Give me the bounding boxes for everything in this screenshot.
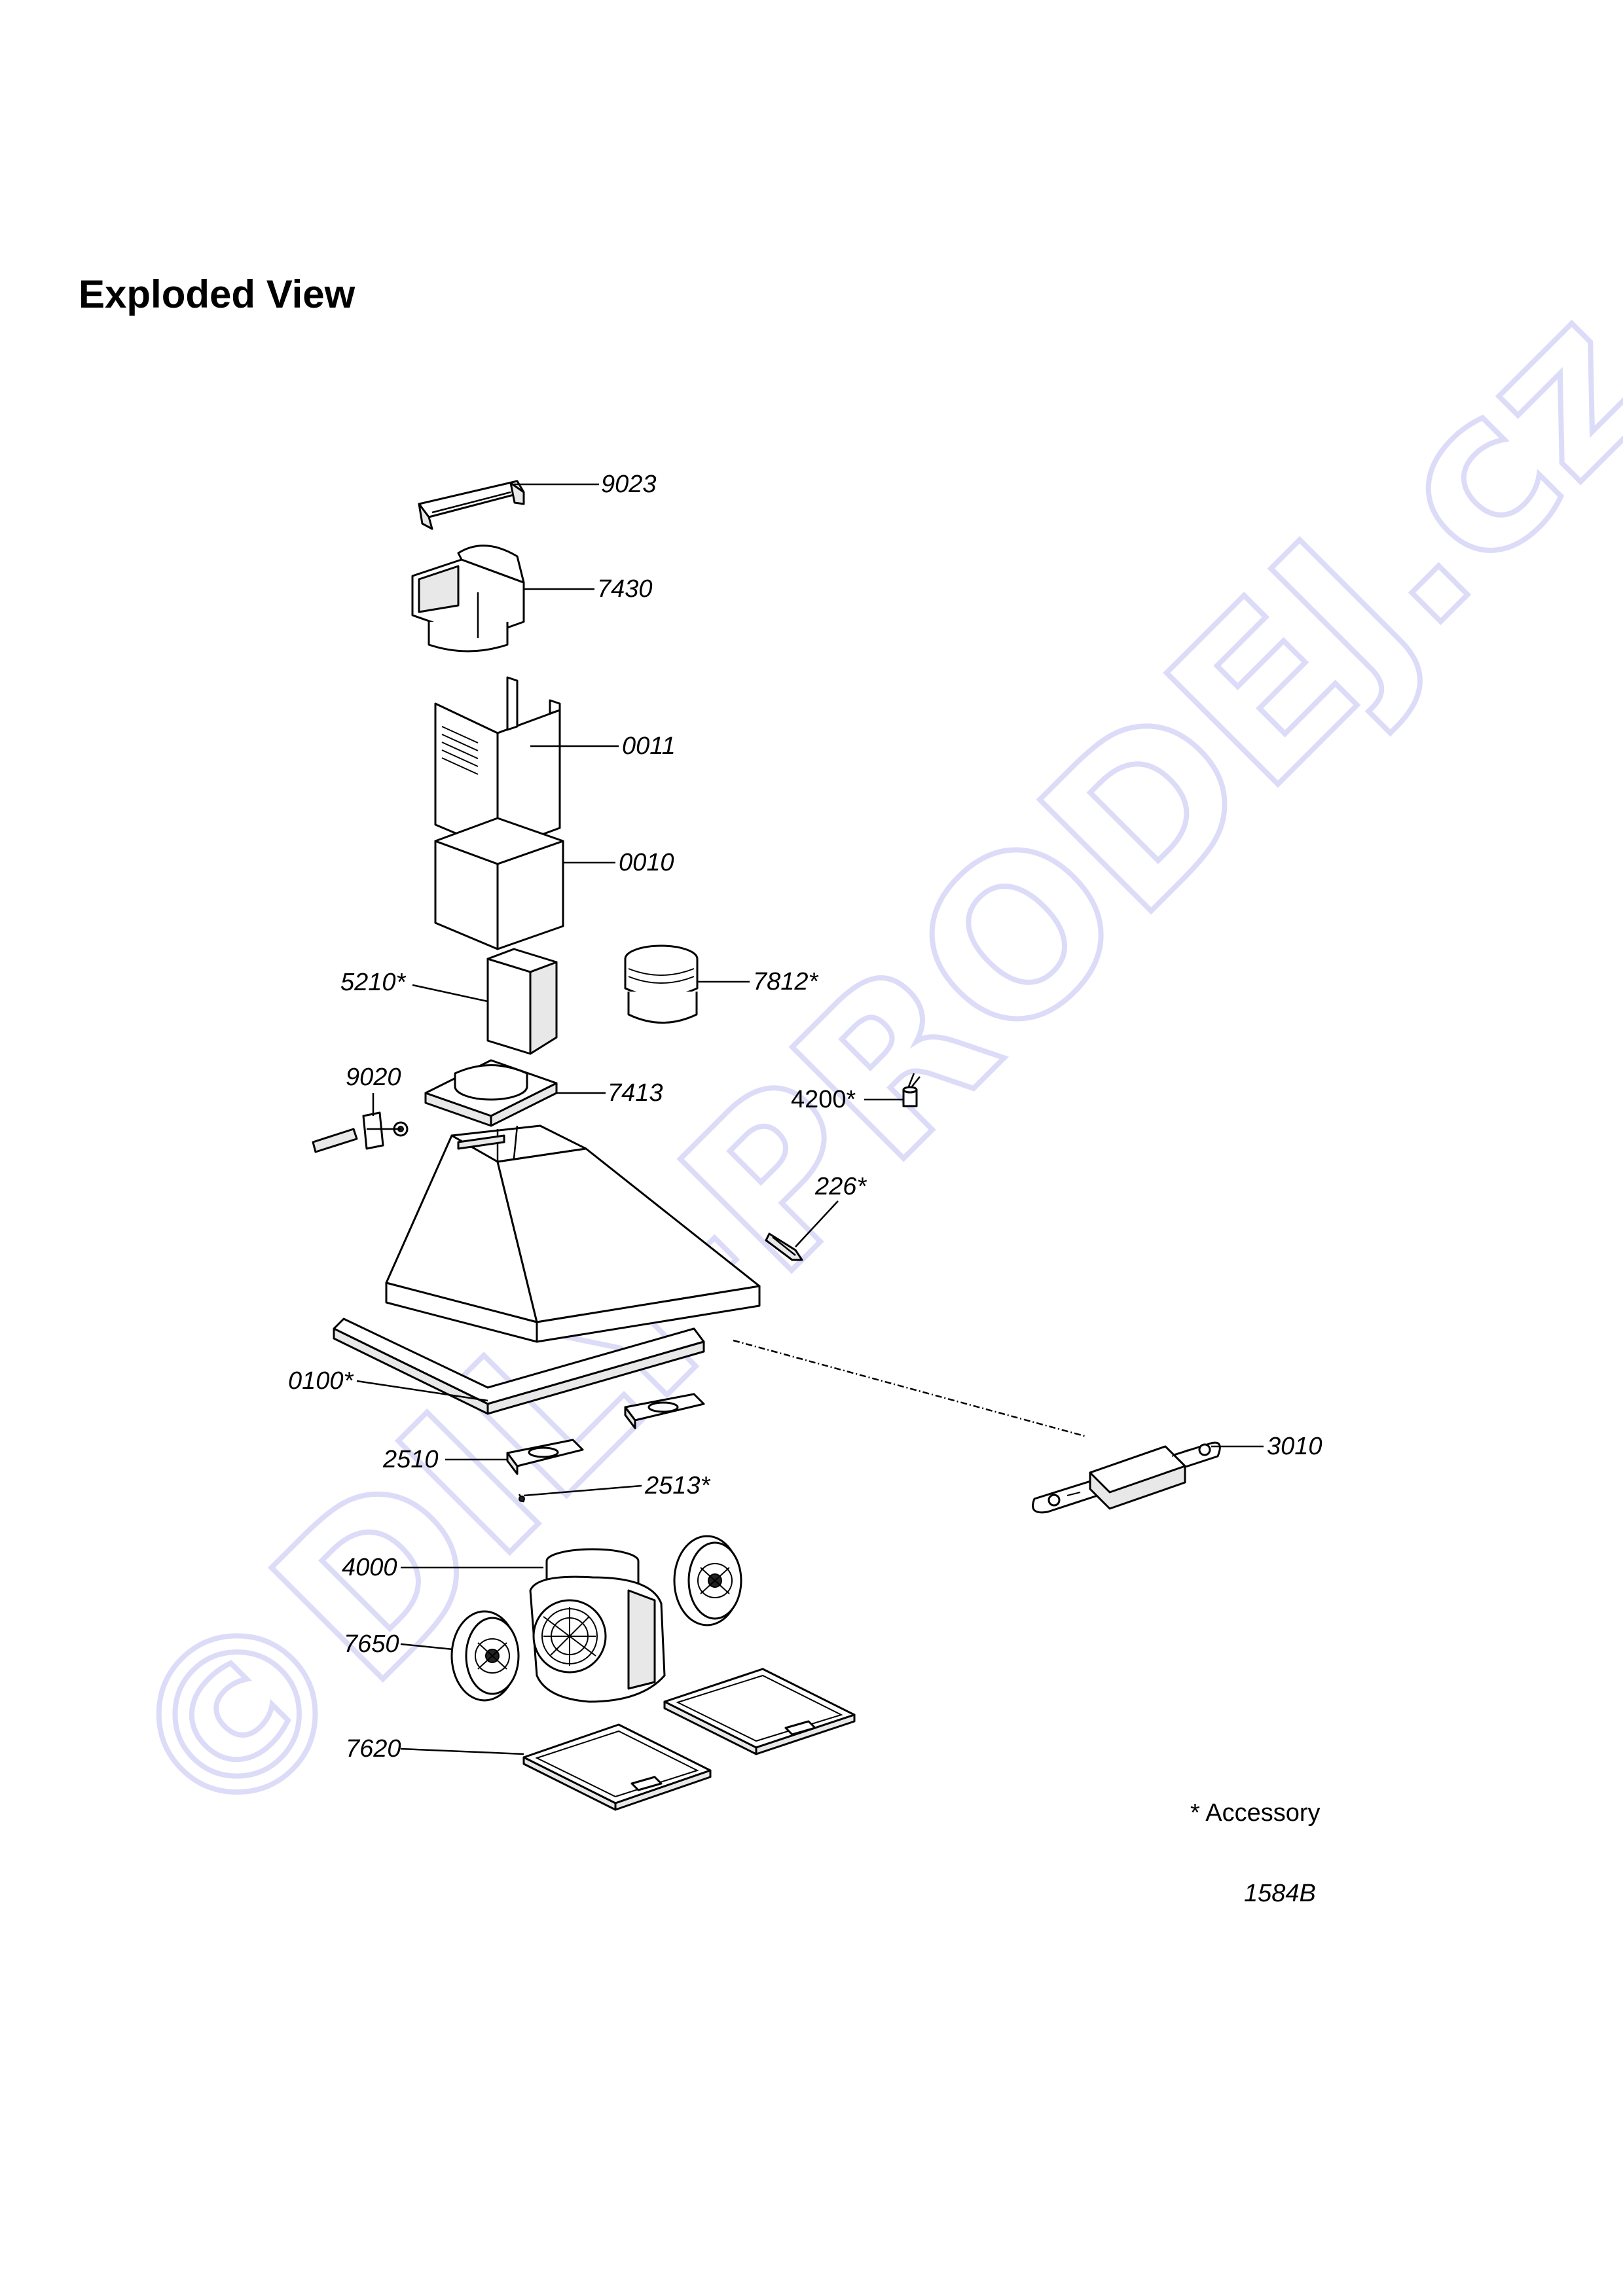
label-9020: 9020 (346, 1064, 401, 1091)
part-4000-motor (529, 1548, 666, 1703)
part-0010-lower-chimney (434, 817, 564, 950)
label-226: 226* (814, 1173, 867, 1200)
watermark: ©DILY-PRODEJ.cz (75, 258, 1623, 1882)
part-226-switch (765, 1232, 803, 1261)
label-5210: 5210* (340, 969, 407, 996)
label-7620: 7620 (346, 1735, 401, 1763)
label-7812: 7812* (753, 968, 819, 996)
part-labels: 9023 7430 0011 0010 5210* 7812* 9020 741… (288, 471, 1322, 1763)
part-3010-control-unit (1032, 1441, 1221, 1514)
label-0011: 0011 (622, 732, 676, 760)
part-5210-box (486, 948, 558, 1055)
label-2513: 2513* (644, 1472, 711, 1499)
part-7812-adapter-ring (624, 944, 699, 1024)
drawing-code: 1584B (1244, 1880, 1316, 1907)
label-9023: 9023 (601, 471, 657, 498)
part-9020-wall-fixing (312, 1111, 409, 1153)
part-7650-carbon-filters (450, 1535, 742, 1702)
hood-body (385, 1124, 761, 1343)
part-2513-lamp (518, 1494, 525, 1503)
label-7430: 7430 (597, 575, 653, 603)
leader-lines (356, 483, 1264, 1755)
label-4200: 4200* (791, 1086, 856, 1113)
label-2510: 2510 (382, 1446, 439, 1473)
part-4200-capacitor (902, 1073, 921, 1107)
part-2510-lamp-holders (506, 1393, 705, 1475)
label-0100: 0100* (288, 1367, 354, 1395)
part-7620-grease-filters (522, 1668, 856, 1811)
part-7413-plate (424, 1059, 558, 1127)
label-7413: 7413 (608, 1079, 663, 1107)
page-title: Exploded View (79, 272, 356, 316)
label-0010: 0010 (619, 849, 674, 876)
part-7430-deflector (411, 545, 525, 653)
label-3010: 3010 (1267, 1433, 1322, 1460)
accessory-note: * Accessory (1190, 1799, 1321, 1827)
label-7650: 7650 (344, 1630, 399, 1658)
part-9023-bracket (418, 480, 525, 530)
part-0100-frame (333, 1318, 705, 1415)
label-4000: 4000 (342, 1554, 397, 1581)
